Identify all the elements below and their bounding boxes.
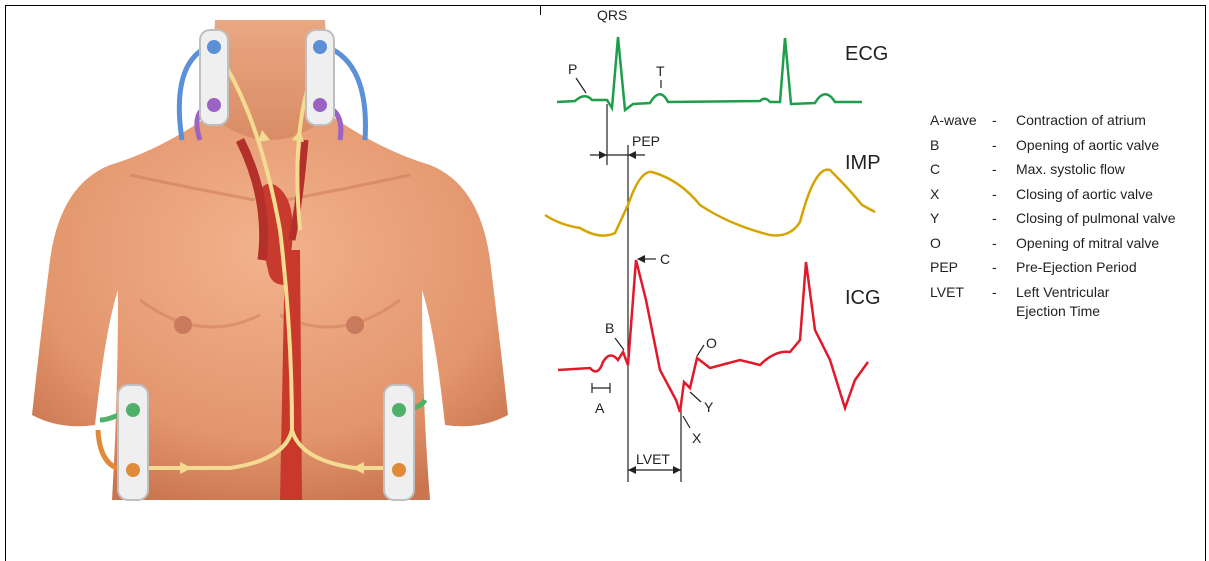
ecg-t-label: T	[656, 63, 665, 79]
legend-dash: -	[992, 182, 1016, 207]
legend-description: Contraction of atrium	[1016, 108, 1209, 133]
icg-a-label: A	[595, 400, 605, 416]
legend-key: A-wave	[930, 108, 992, 133]
ecg-waveform	[557, 37, 862, 110]
legend-row: B-Opening of aortic valve	[930, 133, 1209, 158]
legend-row: O-Opening of mitral valve	[930, 231, 1209, 256]
legend-key: O	[930, 231, 992, 256]
pep-label: PEP	[632, 133, 660, 149]
legend-description: Closing of pulmonal valve	[1016, 206, 1209, 231]
legend-key: LVET	[930, 280, 992, 321]
legend-dash: -	[992, 280, 1016, 321]
legend-dash: -	[992, 133, 1016, 158]
legend-key: C	[930, 157, 992, 182]
imp-waveform	[545, 170, 875, 236]
legend-key: X	[930, 182, 992, 207]
legend-description: Opening of aortic valve	[1016, 133, 1209, 158]
ecg-qrs-label: QRS	[597, 7, 627, 23]
legend: A-wave-Contraction of atriumB-Opening of…	[930, 108, 1209, 321]
icg-x-label: X	[692, 430, 702, 446]
legend-description: Left Ventricular Ejection Time	[1016, 280, 1209, 321]
legend-description: Max. systolic flow	[1016, 157, 1209, 182]
icg-y-label: Y	[704, 399, 714, 415]
legend-dash: -	[992, 255, 1016, 280]
imp-title: IMP	[845, 152, 881, 174]
legend-row: LVET-Left Ventricular Ejection Time	[930, 280, 1209, 321]
ecg-title: ECG	[845, 43, 888, 65]
legend-key: PEP	[930, 255, 992, 280]
legend-key: B	[930, 133, 992, 158]
icg-b-label: B	[605, 320, 614, 336]
legend-row: C-Max. systolic flow	[930, 157, 1209, 182]
legend-description: Pre-Ejection Period	[1016, 255, 1209, 280]
icg-title: ICG	[845, 287, 881, 309]
legend-row: A-wave-Contraction of atrium	[930, 108, 1209, 133]
legend-dash: -	[992, 157, 1016, 182]
lvet-label: LVET	[636, 451, 670, 467]
icg-o-label: O	[706, 335, 717, 351]
legend-row: X-Closing of aortic valve	[930, 182, 1209, 207]
legend-description: Opening of mitral valve	[1016, 231, 1209, 256]
legend-row: Y-Closing of pulmonal valve	[930, 206, 1209, 231]
legend-key: Y	[930, 206, 992, 231]
legend-dash: -	[992, 108, 1016, 133]
icg-c-label: C	[660, 251, 670, 267]
legend-row: PEP-Pre-Ejection Period	[930, 255, 1209, 280]
ecg-p-label: P	[568, 61, 577, 77]
legend-dash: -	[992, 231, 1016, 256]
legend-description: Closing of aortic valve	[1016, 182, 1209, 207]
legend-dash: -	[992, 206, 1016, 231]
